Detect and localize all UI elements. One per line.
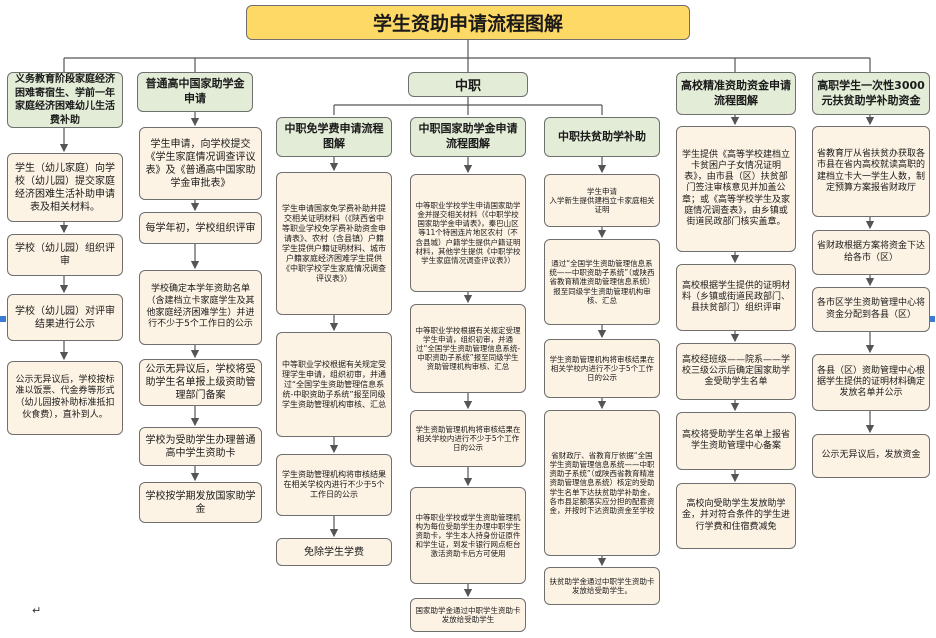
col6-step-5: 高校向受助学生发放助学金，并对符合条件的学生进行学费和住宿费减免 (676, 483, 796, 549)
col2-step-6: 学校按学期发放国家助学金 (139, 482, 262, 523)
col5-step-3: 学生资助管理机构将审核结果在相关学校内进行不少于5个工作日的公示 (544, 339, 660, 398)
col2-step-5: 学校为受助学生办理普通高中学生资助卡 (139, 427, 262, 466)
col7-step-3: 各市区学生资助管理中心将资金分配到各县（区） (812, 287, 930, 332)
col5-step-2: 通过“全国学生资助管理信息系统——中职资助子系统”（或陕西省教育精准资助管理信息… (544, 239, 660, 325)
page-title: 学生资助申请流程图解 (246, 5, 690, 40)
col4-step-3: 学生资助管理机构将审核结果在相关学校内进行不少于5个工作日的公示 (410, 410, 526, 467)
col1-step-3: 学校（幼儿园）对评审结果进行公示 (7, 294, 123, 341)
col7-step-5: 公示无异议后，发放资金 (812, 434, 930, 478)
col3-step-3: 学生资助管理机构将审核结果在相关学校内进行不少于5个工作日的公示 (276, 454, 392, 516)
col2-step-4: 公示无异议后，学校将受助学生名单报上级资助管理部门备案 (139, 359, 262, 406)
resize-handle-left[interactable] (0, 316, 6, 322)
col5-step-4: 省财政厅、省教育厅依据“全国学生资助管理信息系统——中职资助子系统”（或陕西省教… (544, 410, 660, 556)
col4-header: 中职国家助学金申请流程图解 (410, 117, 526, 157)
col2-header: 普通高中国家助学金申请 (137, 72, 253, 112)
col4-step-1: 中等职业学校学生申请国家助学金并提交相关材料（《中职学校国家助学金申请表》，秦巴… (410, 174, 526, 292)
col6-step-3: 高校经班级——院系——学校三级公示后确定国家助学金受助学生名单 (676, 343, 796, 400)
col5-step-1: 学生申请 入学新生提供建档立卡家庭相关证明 (544, 174, 660, 227)
col4-step-4: 中等职业学校或学生资助管理机构为每位受助学生办理中职学生资助卡，学生本人持身份证… (410, 487, 526, 584)
col1-step-1: 学生（幼儿家庭）向学校（幼儿园）提交家庭经济困难生活补助申请表及相关材料。 (7, 153, 123, 222)
col7-step-1: 省教育厅从省扶贫办获取各市县在省内高校就读高职的建档立卡大一学生人数，制定预算方… (812, 126, 930, 217)
resize-handle-right[interactable] (929, 316, 935, 322)
paragraph-mark-icon: ↵ (32, 604, 42, 617)
zhongzhi-header: 中职 (408, 72, 528, 97)
col4-step-2: 中等职业学校根据有关规定受理学生申请，组织初审，并通过“全国学生资助管理信息系统… (410, 304, 526, 393)
col6-step-2: 高校根据学生提供的证明材料（乡镇或街道民政部门、县扶贫部门）组织评审 (676, 264, 796, 331)
col7-step-4: 各县（区）资助管理中心根据学生提供的证明材料确定发放名单并公示 (812, 354, 930, 411)
col6-step-4: 高校将受助学生名单上报省学生资助管理中心备案 (676, 412, 796, 470)
col4-step-5: 国家助学金通过中职学生资助卡发放给受助学生 (410, 598, 526, 632)
col1-header: 义务教育阶段家庭经济困难寄宿生、学前一年家庭经济困难幼儿生活费补助 (7, 72, 123, 128)
col1-step-2: 学校（幼儿园）组织评审 (7, 234, 123, 276)
col2-step-3: 学校确定本学年资助名单（含建档立卡家庭学生及其他家庭经济困难学生）并进行不少于5… (139, 270, 262, 345)
col3-header: 中职免学费申请流程图解 (276, 117, 392, 157)
col7-header: 高职学生一次性3000元扶贫助学补助资金 (812, 72, 930, 115)
col3-step-4: 免除学生学费 (276, 538, 392, 566)
col3-step-2: 中等职业学校根据有关规定受理学生申请，组织初审，并通过“全国学生资助管理信息系统… (276, 332, 392, 437)
col5-header: 中职扶贫助学补助 (544, 117, 660, 157)
col3-step-1: 学生申请国家免学费补助并提交相关证明材料（《陕西省中等职业学校免学费补助资金申请… (276, 172, 392, 315)
col7-step-2: 省财政根据方案将资金下达给各市（区） (812, 230, 930, 275)
col2-step-2: 每学年初，学校组织评审 (139, 212, 262, 244)
col6-header: 高校精准资助资金申请流程图解 (676, 72, 796, 115)
col2-step-1: 学生申请，向学校提交《学生家庭情况调查评议表》及《普通高中国家助学金审批表》 (139, 127, 262, 200)
col5-step-5: 扶贫助学金通过中职学生资助卡发放给受助学生。 (544, 567, 660, 605)
col6-step-1: 学生提供《高等学校建档立卡贫困户子女情况证明表》，由市县（区）扶贫部门签注审核意… (676, 126, 796, 252)
col1-step-4: 公示无异议后，学校按标准以饭票、代金券等形式（幼儿园按补助标准抵扣伙食费），直补… (7, 361, 123, 435)
